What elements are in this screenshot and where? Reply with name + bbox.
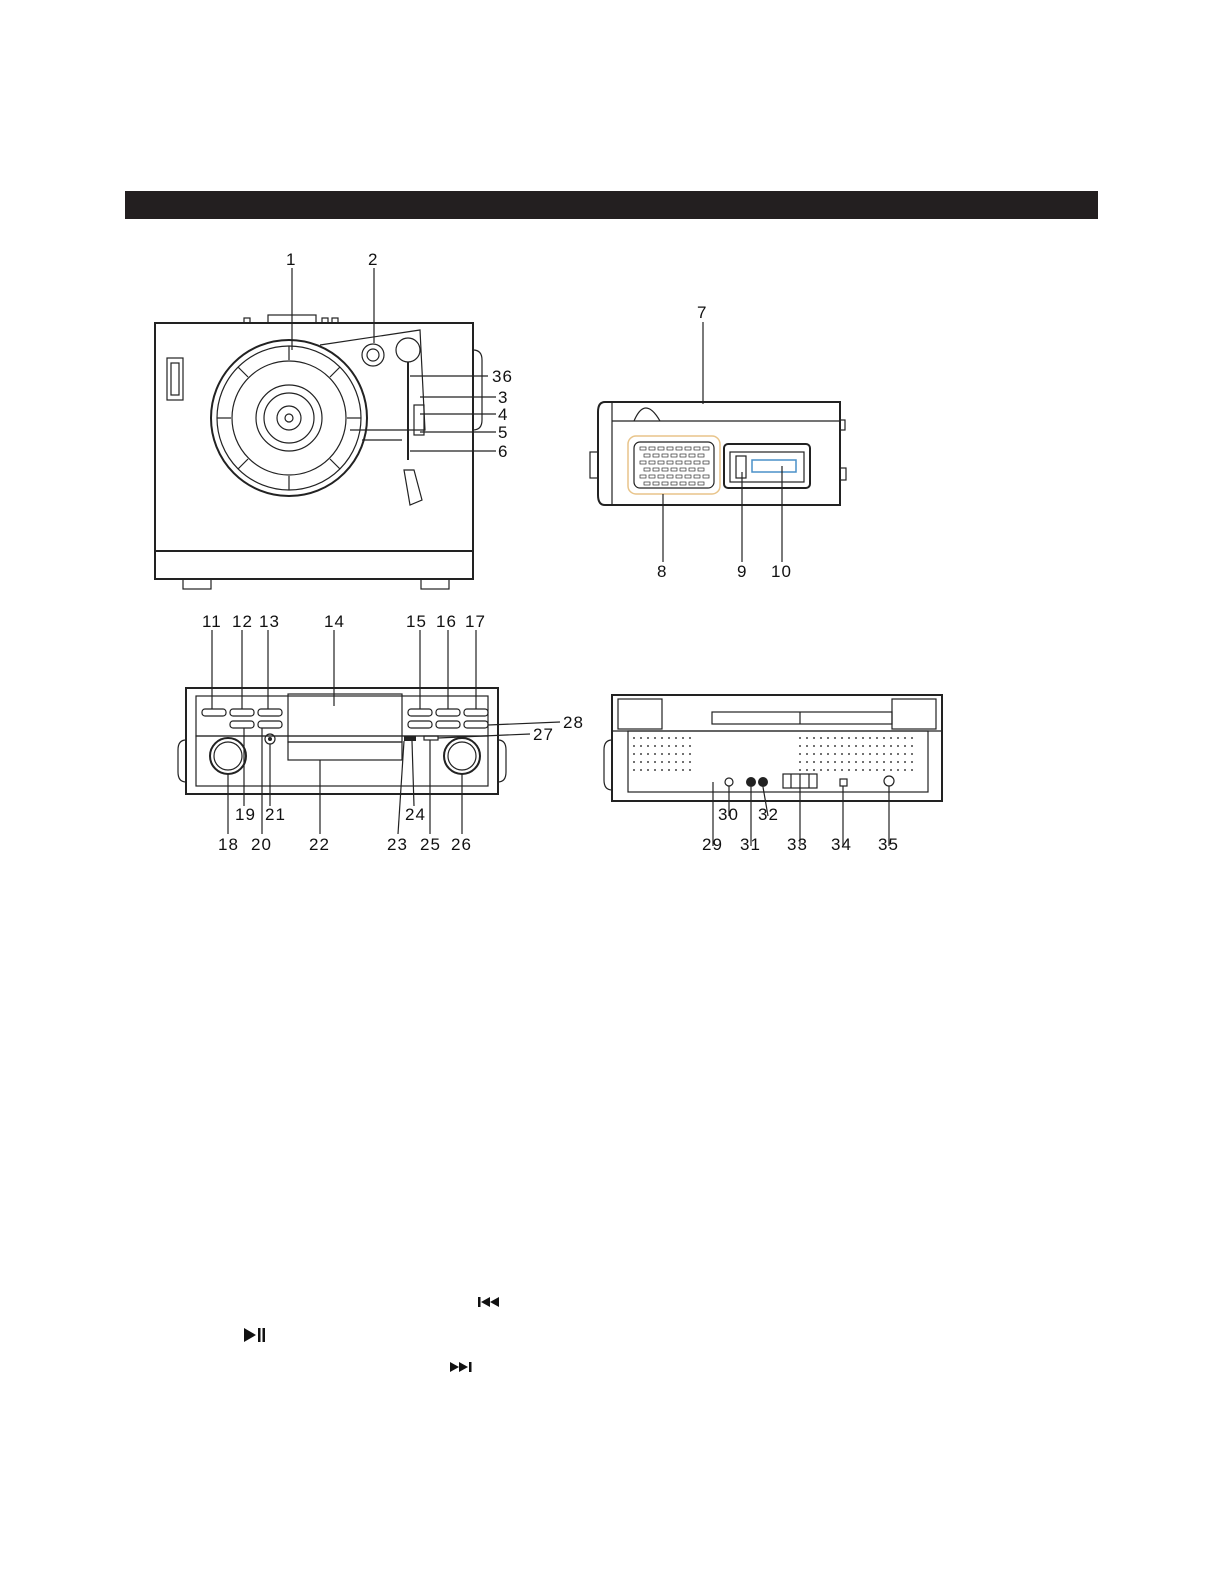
callout-31: 31 — [740, 835, 761, 854]
cassette-window — [752, 460, 796, 472]
play-pause-icon — [243, 1327, 265, 1343]
callout-27: 27 — [533, 725, 554, 744]
callout-32: 32 — [758, 805, 779, 824]
callout-25: 25 — [420, 835, 441, 854]
callout-7: 7 — [697, 303, 707, 322]
callout-33: 33 — [787, 835, 808, 854]
callout-2: 2 — [368, 250, 378, 269]
callout-9: 9 — [737, 562, 747, 581]
callout-22: 22 — [309, 835, 330, 854]
side-view — [590, 322, 846, 562]
callout-30: 30 — [718, 805, 739, 824]
callout-21: 21 — [265, 805, 286, 824]
callout-24: 24 — [405, 805, 426, 824]
callout-1: 1 — [286, 250, 296, 269]
callout-4: 4 — [498, 405, 508, 424]
callout-12: 12 — [232, 612, 253, 631]
product-diagram: 1 2 36 3 4 5 6 7 8 9 10 — [0, 0, 1225, 900]
callout-17: 17 — [465, 612, 486, 631]
callout-11: 11 — [202, 612, 222, 631]
top-view — [155, 268, 496, 589]
callout-23: 23 — [387, 835, 408, 854]
callout-26: 26 — [451, 835, 472, 854]
callout-6: 6 — [498, 442, 508, 461]
callout-18: 18 — [218, 835, 239, 854]
callout-28: 28 — [563, 713, 584, 732]
callout-5: 5 — [498, 423, 508, 442]
callout-13: 13 — [259, 612, 280, 631]
callout-36: 36 — [492, 367, 513, 386]
callout-20: 20 — [251, 835, 272, 854]
callout-10: 10 — [771, 562, 792, 581]
callout-15: 15 — [406, 612, 427, 631]
callout-8: 8 — [657, 562, 667, 581]
skip-forward-icon — [450, 1361, 472, 1373]
front-view — [178, 630, 560, 834]
skip-back-icon — [478, 1296, 500, 1308]
callout-35: 35 — [878, 835, 899, 854]
callout-34: 34 — [831, 835, 852, 854]
callout-14: 14 — [324, 612, 345, 631]
callout-16: 16 — [436, 612, 457, 631]
callout-29: 29 — [702, 835, 723, 854]
callout-19: 19 — [235, 805, 256, 824]
